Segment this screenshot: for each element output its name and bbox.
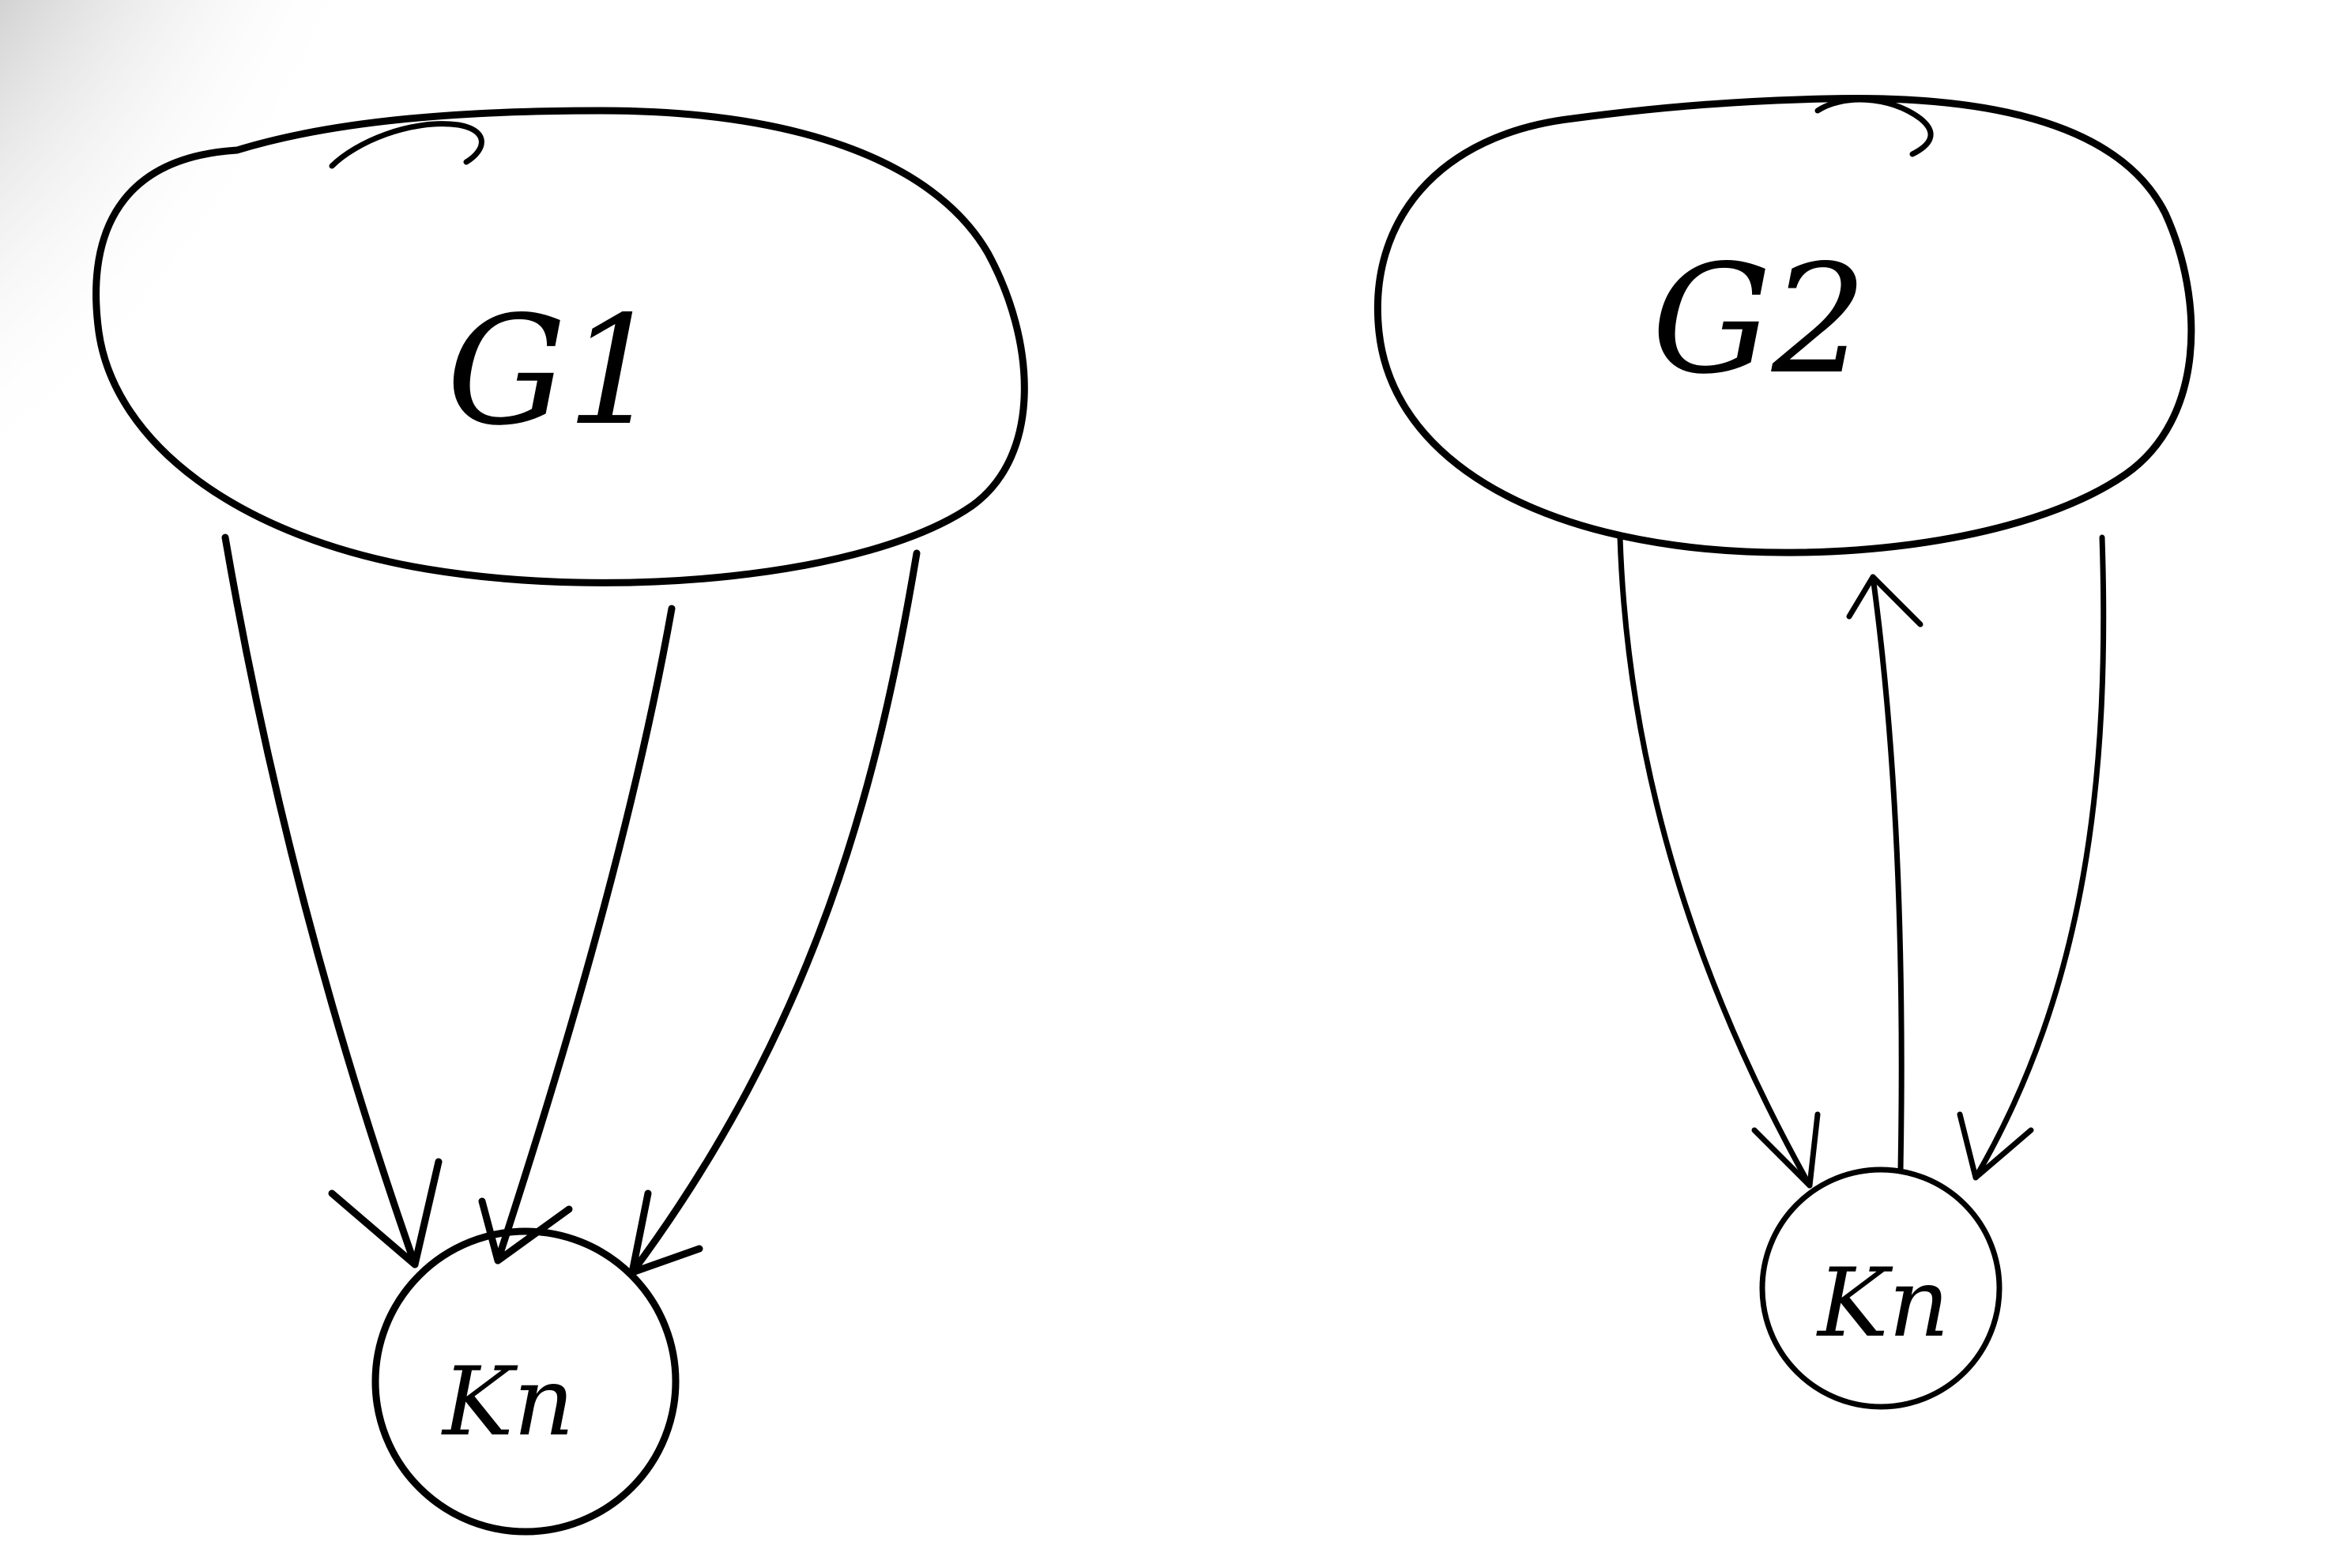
left-edge-1 [221, 533, 419, 1268]
corner-shadow [0, 0, 490, 648]
right-diagram: G2 Kn [1373, 95, 2195, 1410]
left-diagram: G1 Kn [92, 107, 1028, 1536]
right-node-label: Kn [1816, 1249, 1950, 1359]
left-node-label: Kn [441, 1348, 575, 1457]
left-edge-2 [494, 605, 676, 1265]
left-graph-blob [92, 107, 1028, 586]
left-graph-label: G1 [446, 284, 662, 458]
right-node-circle [1759, 1167, 2003, 1410]
left-edge-3 [628, 549, 921, 1276]
right-edge-2-arrowhead [1846, 574, 1923, 628]
left-node-circle [371, 1227, 680, 1536]
right-edge-3 [1972, 534, 2107, 1181]
right-edge-1-arrowhead [1751, 1111, 1821, 1189]
right-edge-1 [1617, 534, 1813, 1189]
left-blob-curl [329, 121, 484, 169]
right-edge-2 [1870, 574, 1905, 1173]
right-blob-curl [1814, 96, 1934, 157]
right-graph-label: G2 [1652, 232, 1867, 407]
left-edge-3-arrowhead [628, 1189, 703, 1276]
left-edge-2-arrowhead [478, 1197, 573, 1265]
right-graph-blob [1373, 95, 2195, 556]
left-edge-1-arrowhead [328, 1158, 443, 1268]
right-edge-3-arrowhead [1957, 1111, 2034, 1181]
